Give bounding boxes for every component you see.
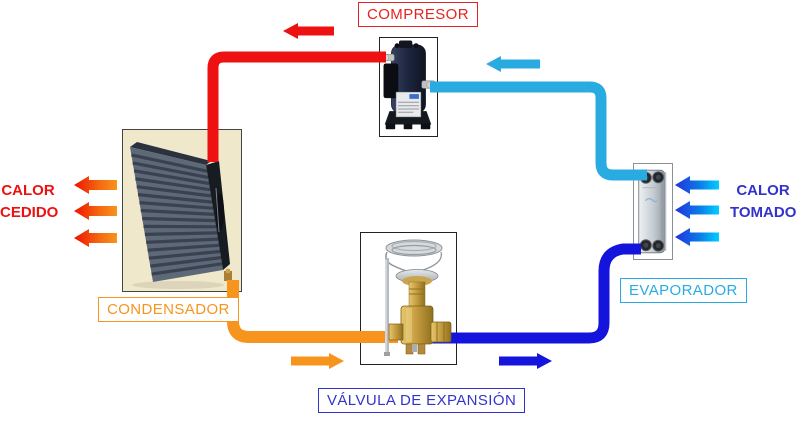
liquid-flow-arrow (291, 353, 344, 369)
heat-absorbed-line2: TOMADO (730, 204, 797, 221)
suction-pipe (430, 81, 647, 181)
compressor-box (379, 37, 438, 137)
heat-absorbed-arrows (675, 176, 719, 246)
compressor-image (381, 40, 436, 130)
valve-inlet-port (388, 323, 404, 341)
heat-released-annotation: CALOR CEDIDO (0, 180, 59, 224)
evaporator-label: EVAPORADOR (620, 278, 747, 304)
suction-flow-arrow (486, 56, 540, 72)
evaporator-image (638, 169, 667, 254)
expansion-flow-arrow (499, 353, 552, 369)
evaporator-box (633, 163, 673, 260)
expansion-valve-image (384, 239, 452, 356)
expansion-pipe (432, 243, 641, 344)
heat-absorbed-line1: CALOR (736, 182, 790, 199)
heat-released-line2: CEDIDO (0, 204, 59, 221)
heat-absorbed-annotation: CALOR TOMADO (730, 180, 796, 224)
heat-released-arrows (74, 176, 117, 247)
compressor-label: COMPRESOR (358, 2, 478, 28)
discharge-flow-arrow (283, 23, 334, 39)
expansion-valve-label: VÁLVULA DE EXPANSIÓN (318, 388, 526, 414)
valve-outlet-port (430, 321, 452, 343)
condenser-label: CONDENSADOR (98, 297, 239, 323)
evaporator-logo (644, 198, 658, 203)
valve-body (400, 305, 434, 345)
heat-released-line1: CALOR (1, 182, 55, 199)
condenser-box (122, 129, 242, 292)
condenser-outlet-fitting (224, 271, 232, 281)
condenser-image (130, 142, 232, 289)
